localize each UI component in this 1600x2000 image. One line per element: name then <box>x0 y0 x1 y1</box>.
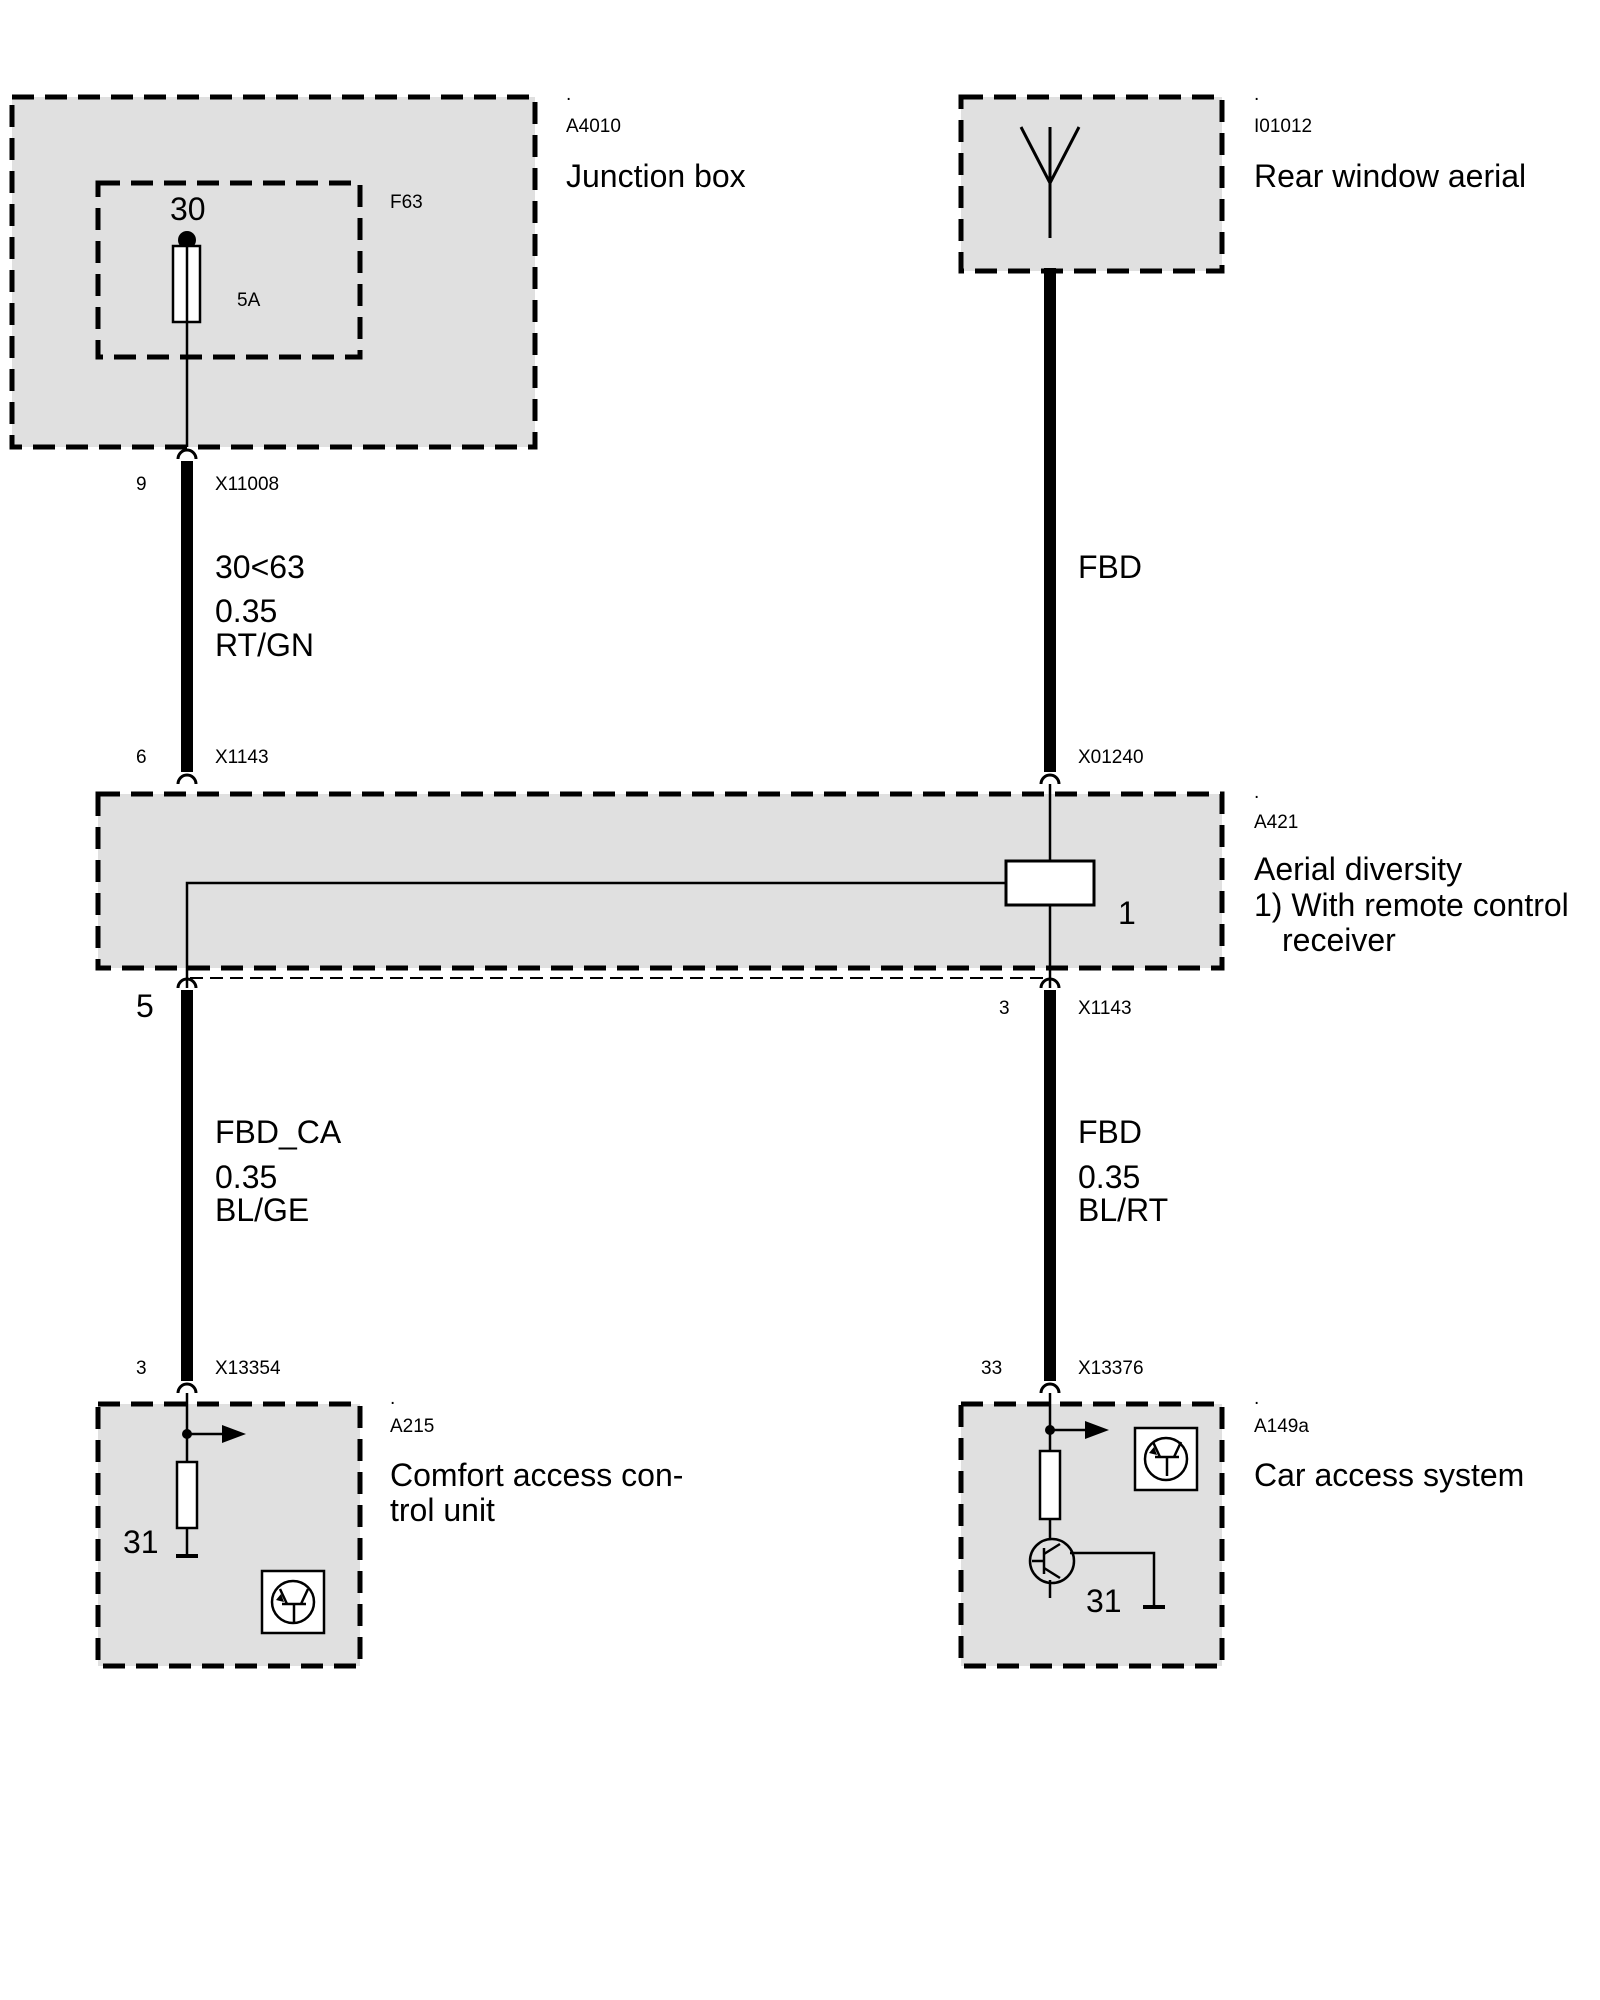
connector-x13376-pin: 33 <box>981 1358 1002 1379</box>
rear-window-aerial-box <box>958 94 1225 274</box>
wire-right-top-signal: FBD <box>1078 549 1142 585</box>
car-access-resistor <box>1038 1449 1062 1521</box>
comfort-access-output-arrow <box>222 1425 246 1443</box>
connector-x1143-top-cup <box>176 773 198 785</box>
connector-x11008-code: X11008 <box>215 474 279 495</box>
rear-aerial-code: I01012 <box>1254 116 1312 137</box>
car-access-dot: . <box>1254 1388 1259 1409</box>
car-access-node <box>1045 1425 1055 1435</box>
wire-left-top-gauge: 0.35 <box>215 593 277 629</box>
wire-left-bottom-color: BL/GE <box>215 1192 309 1228</box>
connector-x13376-cup <box>1039 1382 1061 1394</box>
connector-x1143-top-code: X1143 <box>215 747 269 768</box>
connector-x13354-code: X13354 <box>215 1358 281 1379</box>
car-access-ground-label: 31 <box>1086 1583 1122 1619</box>
comfort-access-name-line1: Comfort access con- <box>390 1457 683 1493</box>
comfort-access-dot: . <box>390 1388 395 1409</box>
comfort-access-transistor-icon <box>260 1569 326 1635</box>
connector-x01240-cup <box>1039 773 1061 785</box>
fuse-f63-box <box>95 180 363 360</box>
wire-left-top-signal: 30<63 <box>215 549 305 585</box>
aerial-diversity-inner-label: 1 <box>1118 895 1136 931</box>
wire-right-bottom-gauge: 0.35 <box>1078 1159 1140 1195</box>
junction-box-name: Junction box <box>566 158 746 194</box>
aerial-diversity-dot: . <box>1254 782 1259 803</box>
car-access-transistor-symbol <box>1028 1537 1076 1585</box>
connector-x13354-pin: 3 <box>136 1358 147 1379</box>
connector-x11008-pin: 9 <box>136 474 147 495</box>
aerial-diversity-code: A421 <box>1254 812 1298 833</box>
aerial-diversity-name: Aerial diversity <box>1254 851 1462 887</box>
junction-box-dot: . <box>566 84 571 105</box>
comfort-access-internal-wiring <box>185 1393 224 1554</box>
comfort-access-resistor <box>175 1460 199 1530</box>
connector-x13376-code: X13376 <box>1078 1358 1144 1379</box>
fuse-code: F63 <box>390 192 423 213</box>
aerial-diversity-module-symbol <box>1004 859 1096 907</box>
connector-x01240-code: X01240 <box>1078 747 1144 768</box>
car-access-output-arrow <box>1085 1421 1109 1439</box>
antenna-icon <box>1019 126 1081 238</box>
connector-x11008-cup <box>176 448 198 460</box>
aerial-diversity-note-line1: 1) With remote control <box>1254 887 1569 923</box>
wire-left-top-color: RT/GN <box>215 627 314 663</box>
comfort-access-node <box>182 1429 192 1439</box>
connector-x13354-cup <box>176 1382 198 1394</box>
rear-aerial-name: Rear window aerial <box>1254 158 1526 194</box>
car-access-code: A149a <box>1254 1416 1309 1437</box>
comfort-access-name-line2: trol unit <box>390 1492 495 1528</box>
comfort-access-code: A215 <box>390 1416 434 1437</box>
wire-left-bottom-gauge: 0.35 <box>215 1159 277 1195</box>
car-access-name: Car access system <box>1254 1457 1524 1493</box>
aerial-diversity-note-line2: receiver <box>1282 922 1396 958</box>
connector-x1143-right-bottom-pin: 3 <box>999 998 1010 1019</box>
wire-right-bottom-color: BL/RT <box>1078 1192 1168 1228</box>
fuse-rating: 5A <box>237 290 261 311</box>
car-access-internal-wiring <box>1048 1393 1156 1606</box>
fuse-terminal-label: 30 <box>170 191 206 227</box>
connector-x1143-left-bottom-pin: 5 <box>136 988 154 1024</box>
wire-right-bottom-signal: FBD <box>1078 1114 1142 1150</box>
junction-box-code: A4010 <box>566 116 621 137</box>
connector-x1143-right-bottom-code: X1143 <box>1078 998 1132 1019</box>
wire-left-bottom-signal: FBD_CA <box>215 1114 342 1150</box>
car-access-transistor-icon <box>1133 1426 1199 1492</box>
connector-x1143-top-pin: 6 <box>136 747 147 768</box>
aerial-diversity-internal-wiring <box>185 784 1052 988</box>
comfort-access-ground-label: 31 <box>123 1524 159 1560</box>
rear-aerial-dot: . <box>1254 84 1259 105</box>
